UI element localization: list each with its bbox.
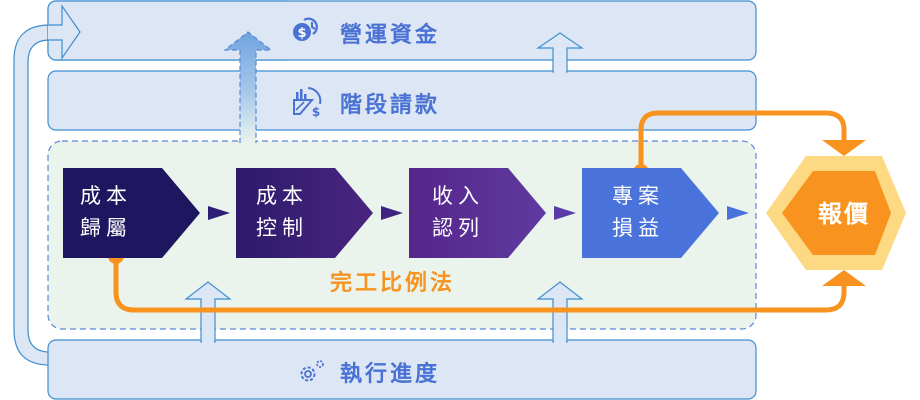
step-4-line1: 專案 (612, 184, 664, 208)
step-2-line1: 成本 (256, 184, 308, 208)
step-4-line2: 損益 (612, 216, 664, 240)
method-label: 完工比例法 (330, 270, 455, 296)
step-3-line2: 認列 (432, 216, 484, 240)
step-connector-arrow (554, 206, 576, 220)
process-container (47, 140, 757, 330)
working-capital-label: 營運資金 (340, 22, 440, 48)
process-step-cost-attribution[interactable]: 成本 歸屬 (63, 168, 200, 258)
orange-arrowhead-down (822, 140, 866, 156)
svg-text:$: $ (312, 105, 320, 119)
chart-dollar-icon: $ (293, 87, 322, 119)
step-connector-arrow (208, 206, 230, 220)
billing-to-capital-arrow (536, 32, 584, 74)
working-capital-band: $ 營運資金 (47, 0, 757, 61)
process-step-cost-control[interactable]: 成本 控制 (236, 168, 373, 258)
svg-text:$: $ (297, 26, 306, 41)
step-connector-arrow (727, 206, 749, 220)
process-to-capital-arrow (223, 31, 273, 144)
execution-progress-band: 執行進度 (47, 339, 757, 400)
quote-label: 報價 (818, 200, 870, 228)
orange-arrowhead-up (822, 270, 866, 286)
step-connector-arrow (381, 206, 403, 220)
quote-hexagon[interactable]: 報價 (766, 156, 906, 270)
process-step-project-pnl[interactable]: 專案 損益 (582, 168, 719, 258)
progress-billing-band: $ 階段請款 (47, 70, 757, 131)
step-2-line2: 控制 (256, 216, 308, 240)
execution-progress-label: 執行進度 (340, 361, 440, 387)
process-step-revenue-recognition[interactable]: 收入 認列 (409, 168, 546, 258)
step-3-line1: 收入 (432, 184, 484, 208)
money-clock-icon: $ (293, 17, 318, 41)
gears-icon (300, 360, 324, 382)
step-1-line2: 歸屬 (80, 216, 132, 240)
step-1-line1: 成本 (80, 184, 132, 208)
progress-billing-label: 階段請款 (340, 92, 440, 118)
